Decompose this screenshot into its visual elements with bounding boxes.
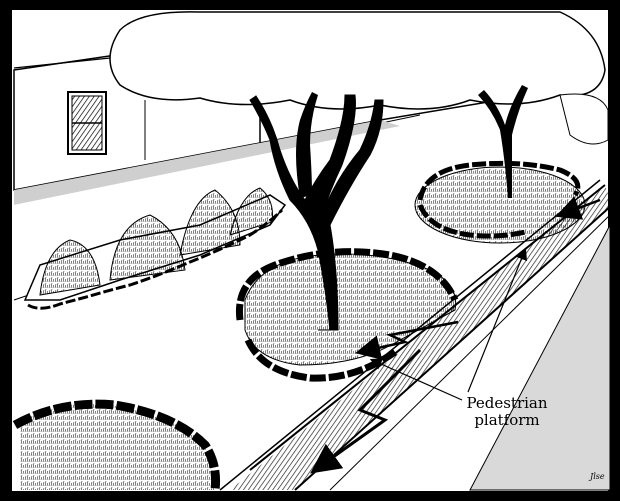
- window-icon: [68, 92, 106, 154]
- pedestrian-platform-label: Pedestrian platform: [452, 395, 562, 429]
- callout-line-1: Pedestrian: [452, 395, 562, 412]
- callout-line-2: platform: [452, 412, 562, 429]
- artist-signature: Jlse: [590, 472, 605, 481]
